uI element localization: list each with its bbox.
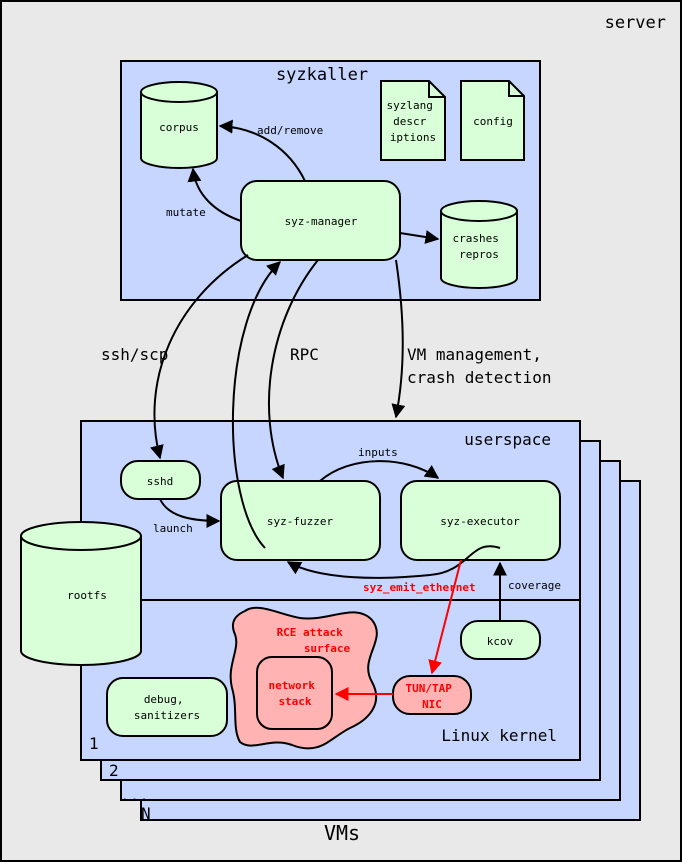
rootfs-node: rootfs xyxy=(20,521,142,666)
ssh-scp-label: ssh/scp xyxy=(101,345,168,364)
inputs-edge xyxy=(319,460,440,482)
vm-index-n: N xyxy=(141,804,151,823)
tun-tap-line-2: NIC xyxy=(422,698,442,711)
ssh-scp-edge xyxy=(150,254,249,460)
tun-tap-nic-node: TUN/TAP NIC xyxy=(392,675,472,715)
vm-management-edge xyxy=(391,259,406,419)
mutate-label: mutate xyxy=(166,206,206,219)
vm-management-line-2: crash detection xyxy=(407,368,552,387)
coverage-label: coverage xyxy=(508,579,561,592)
config-node: config xyxy=(460,80,525,161)
manager-to-crashes-edge xyxy=(399,230,440,244)
syzlang-line-3: iptions xyxy=(390,131,436,144)
vm-management-line-1: VM management, xyxy=(407,345,542,364)
syzkaller-title: syzkaller xyxy=(276,65,368,85)
kcov-node: kcov xyxy=(460,620,541,660)
vm-index-2: 2 xyxy=(109,761,119,780)
syz-fuzzer-label: syz-fuzzer xyxy=(267,515,334,528)
tun-tap-line-1: TUN/TAP xyxy=(406,682,453,695)
linux-kernel-label: Linux kernel xyxy=(441,726,557,745)
network-stack-line-2: stack xyxy=(278,695,311,708)
syz-manager-label: syz-manager xyxy=(285,215,358,228)
corpus-node: corpus xyxy=(140,81,218,169)
launch-edge xyxy=(159,498,221,528)
svg-text:RCE attack surface: RCE attack surface xyxy=(277,626,351,655)
syzlang-line-2: descr xyxy=(393,115,426,128)
syz-fuzzer-node: syz-fuzzer xyxy=(220,480,381,561)
syz-executor-label: syz-executor xyxy=(440,515,520,528)
debug-sanitizers-node: debug, sanitizers xyxy=(106,677,228,737)
userspace-label: userspace xyxy=(464,430,551,449)
rce-line-1: RCE attack xyxy=(277,626,344,639)
corpus-label: corpus xyxy=(159,121,199,134)
syzlang-descriptions-node: syzlang descr iptions xyxy=(380,80,446,161)
kcov-label: kcov xyxy=(487,635,514,648)
debug-line-1: debug, xyxy=(144,693,184,706)
syz-manager-node: syz-manager xyxy=(240,180,401,261)
rpc-edge xyxy=(268,259,319,480)
rpc-label: RPC xyxy=(290,345,319,364)
inputs-label: inputs xyxy=(358,446,398,459)
fuzzer-to-manager-edge xyxy=(231,261,282,549)
mutate-edge xyxy=(187,167,242,222)
svg-text:TUN/TAP NIC: TUN/TAP NIC xyxy=(406,682,459,711)
crashes-repros-node: crashes repros xyxy=(440,200,518,289)
svg-text:VM management, crash detec: VM management, crash detection xyxy=(407,345,552,387)
network-stack-node: network stack xyxy=(256,656,333,730)
rce-line-2: surface xyxy=(304,642,351,655)
crashes-line-2: repros xyxy=(459,248,499,261)
rootfs-label: rootfs xyxy=(67,589,107,602)
svg-text:syzlang descr ipti: syzlang descr iptions xyxy=(387,99,440,144)
syz-emit-ethernet-edge xyxy=(428,559,462,675)
config-label: config xyxy=(473,115,513,128)
vm-index-1: 1 xyxy=(89,734,99,753)
network-stack-line-1: network xyxy=(269,679,316,692)
syzlang-line-1: syzlang xyxy=(387,99,433,112)
sshd-label: sshd xyxy=(147,475,174,488)
syz-executor-node: syz-executor xyxy=(400,480,561,561)
sshd-node: sshd xyxy=(120,460,201,500)
server-label: server xyxy=(605,13,666,33)
svg-text:crashes repros: crashes repros xyxy=(453,232,506,261)
svg-text:network stack: network stack xyxy=(269,679,322,708)
add-remove-edge xyxy=(218,119,306,182)
vm-index-dots: ... xyxy=(120,786,149,805)
svg-text:debug, sanitizers: debug, sanitizers xyxy=(134,693,200,722)
crashes-line-1: crashes xyxy=(453,232,499,245)
debug-line-2: sanitizers xyxy=(134,709,200,722)
vms-label: VMs xyxy=(324,821,360,845)
add-remove-label: add/remove xyxy=(257,124,323,137)
syz-emit-ethernet-label: syz_emit_ethernet xyxy=(363,581,476,594)
executor-to-manager-edge xyxy=(286,545,501,579)
launch-label: launch xyxy=(153,522,193,535)
